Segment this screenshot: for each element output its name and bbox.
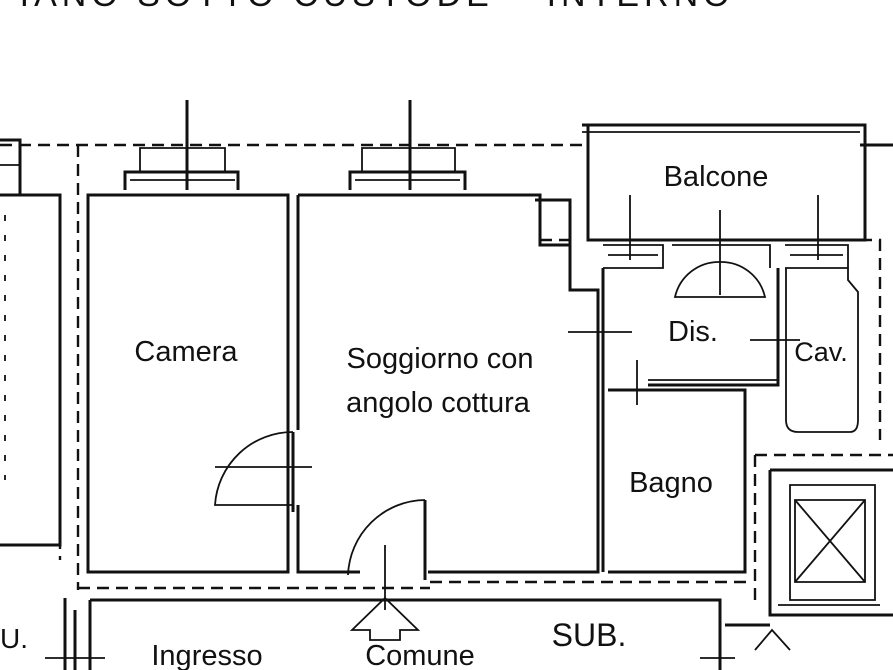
- room-label-dis: Dis.: [668, 316, 718, 348]
- window-soggiorno: [348, 100, 467, 190]
- room-label-soggiorno-1: Soggiorno con: [346, 343, 533, 375]
- common-area: U. Ingresso Comune SUB.: [0, 598, 791, 670]
- room-bagno: Bagno: [608, 388, 747, 574]
- room-camera: Camera: [86, 193, 290, 574]
- plan-title: PIANO SOTTO CUSTODE – INTERNO: [0, 0, 735, 14]
- door-entrance: [347, 499, 427, 641]
- window-camera: [123, 100, 240, 190]
- elevator-shaft: [768, 468, 893, 617]
- room-label-balcone: Balcone: [664, 161, 769, 193]
- room-label-bagno: Bagno: [629, 467, 713, 499]
- room-disimpegno: Dis.: [568, 268, 800, 572]
- windows-balcony: [603, 210, 849, 298]
- label-ingresso: Ingresso: [151, 640, 262, 670]
- balcone: Balcone: [582, 123, 893, 260]
- label-comune: Comune: [365, 640, 475, 670]
- room-soggiorno: Soggiorno con angolo cottura: [296, 193, 600, 574]
- label-sub: SUB.: [552, 617, 627, 653]
- room-label-cav: Cav.: [794, 337, 848, 367]
- room-cavedio: Cav.: [785, 268, 859, 433]
- label-left-unit: U.: [0, 623, 28, 654]
- left-edge-room: [0, 138, 62, 547]
- door-camera: [214, 431, 312, 512]
- room-label-camera: Camera: [134, 336, 238, 368]
- room-label-soggiorno-2: angolo cottura: [346, 387, 531, 419]
